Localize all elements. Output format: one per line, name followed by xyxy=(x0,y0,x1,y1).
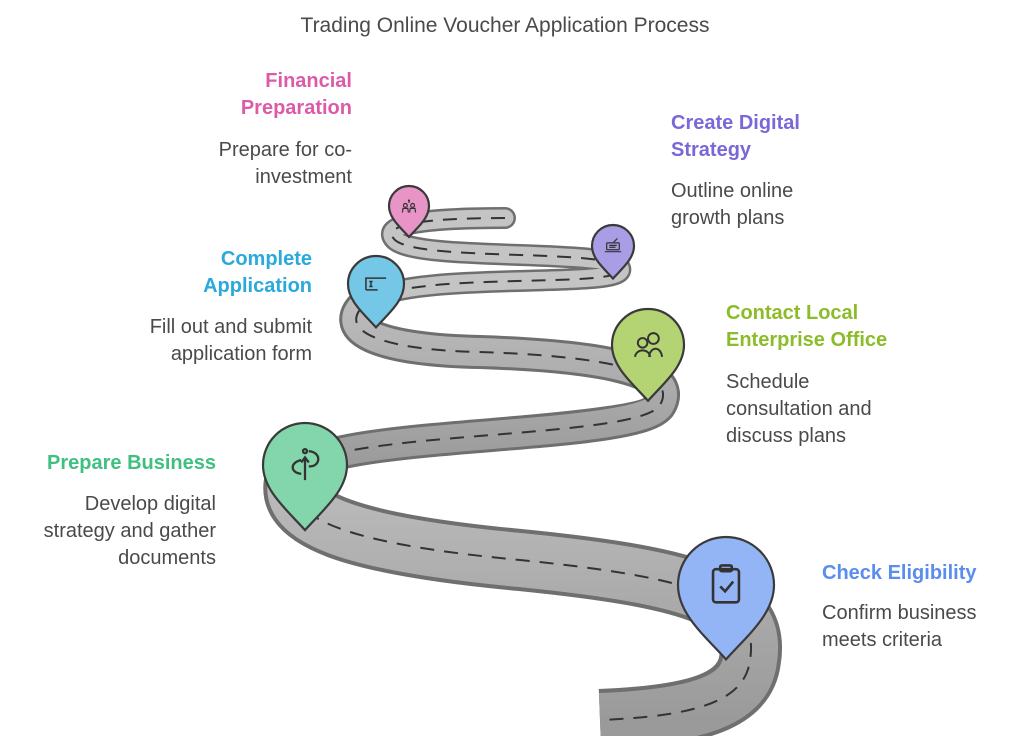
step-5-pin xyxy=(590,223,636,281)
step-3-pin xyxy=(610,307,686,403)
step-4-label: Complete Application xyxy=(203,248,312,297)
step-1-pin xyxy=(676,535,776,662)
step-6-label: Financial Preparation xyxy=(240,70,352,119)
step-6-description: Prepare for co- investment xyxy=(218,139,352,188)
step-3-description: Schedule consultation and discuss plans xyxy=(726,371,872,447)
road-center-line xyxy=(293,217,753,721)
step-4-pin xyxy=(346,254,406,330)
step-4-description: Fill out and submit application form xyxy=(149,316,312,365)
step-2-label: Prepare Business xyxy=(47,452,216,474)
step-3-label: Contact Local Enterprise Office xyxy=(726,302,888,351)
diagram-title: Trading Online Voucher Application Proce… xyxy=(300,14,710,37)
investment-people-icon xyxy=(401,199,417,213)
form-field-icon xyxy=(365,277,387,291)
step-1-description: Confirm business meets criteria xyxy=(822,602,977,651)
step-5-label: Create Digital Strategy xyxy=(671,112,800,161)
step-1-label: Check Eligibility xyxy=(822,562,977,584)
consultation-people-icon xyxy=(634,332,664,358)
step-2-description: Develop digital strategy and gather docu… xyxy=(43,493,216,569)
growth-path-icon xyxy=(291,447,320,481)
clipboard-check-icon xyxy=(711,564,741,604)
step-5-description: Outline online growth plans xyxy=(671,180,794,229)
laptop-strategy-icon xyxy=(604,238,622,253)
step-6-pin xyxy=(387,184,431,239)
step-2-pin xyxy=(261,421,349,532)
